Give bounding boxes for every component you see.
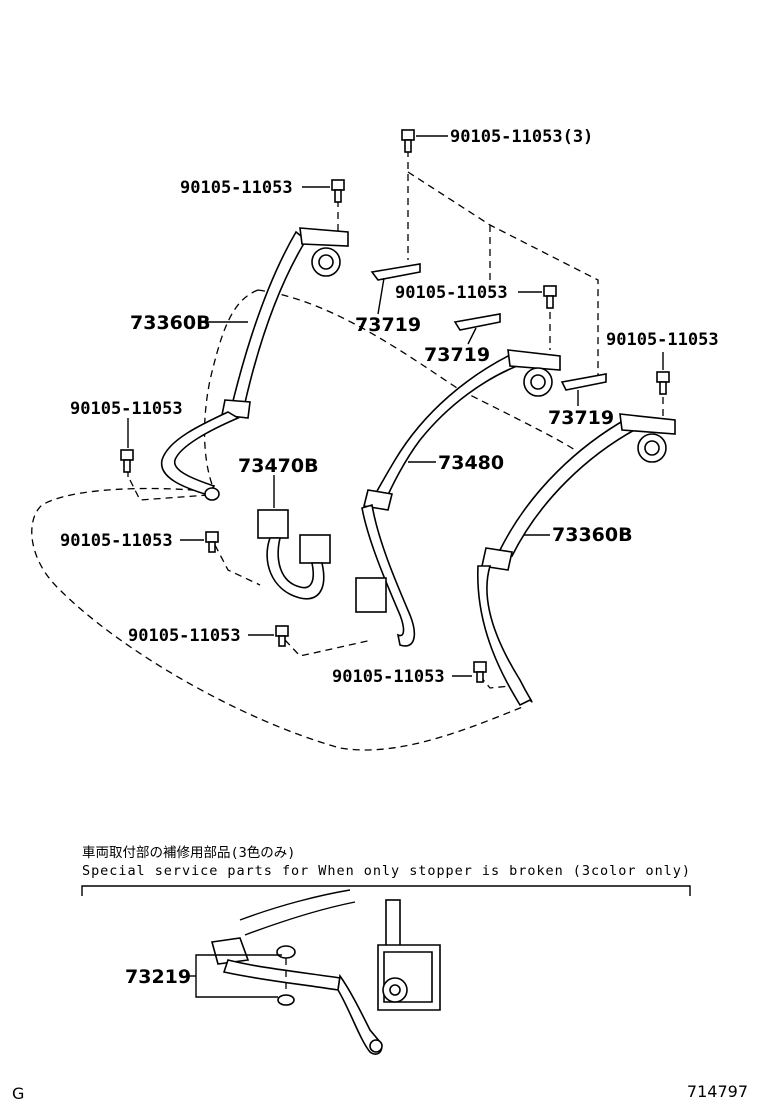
label-belt-left: 73360B: [130, 312, 211, 334]
label-bracket: 73719: [355, 314, 421, 336]
belt-assembly-right: [477, 413, 676, 707]
bolt-icon: [473, 661, 487, 683]
belt-assembly-left: [160, 227, 349, 501]
bolt-icon: [656, 371, 670, 395]
bracket-73719-a: [370, 263, 421, 281]
buckle-73470b: [257, 509, 331, 600]
stopper-inset: [210, 889, 441, 1055]
note-bracket-line: [81, 885, 691, 896]
label-bolt: 90105-11053: [332, 667, 445, 687]
label-belt-right: 73360B: [552, 524, 633, 546]
corner-code: G: [12, 1084, 24, 1103]
label-bolt: 90105-11053: [70, 399, 183, 419]
note-japanese: 車両取付部の補修用部品(3色のみ): [82, 844, 295, 861]
label-belt-center: 73480: [438, 452, 504, 474]
label-stopper: 73219: [125, 966, 191, 988]
bolt-icon: [543, 285, 557, 309]
bolt-icon: [275, 625, 289, 647]
bolt-icon: [120, 449, 134, 473]
label-bolt: 90105-11053: [606, 330, 719, 350]
leader-lines: [127, 135, 664, 677]
bolt-icon: [331, 179, 345, 203]
belt-assembly-center: [355, 349, 561, 647]
label-buckle: 73470B: [238, 455, 319, 477]
bracket-73719-c: [560, 373, 607, 391]
bolt-icon: [401, 129, 415, 153]
note-english: Special service parts for When only stop…: [82, 863, 690, 879]
label-bracket: 73719: [424, 344, 490, 366]
label-bolt: 90105-11053: [60, 531, 173, 551]
bracket-73719-b: [453, 313, 501, 331]
label-bolt: 90105-11053: [128, 626, 241, 646]
label-bolt: 90105-11053: [395, 283, 508, 303]
label-bolt-qty: 90105-11053(3): [450, 127, 593, 147]
label-bolt: 90105-11053: [180, 178, 293, 198]
label-bracket: 73719: [548, 407, 614, 429]
seat-outline: [31, 150, 664, 751]
figure-number: 714797: [687, 1082, 748, 1101]
bolt-icon: [205, 531, 219, 553]
